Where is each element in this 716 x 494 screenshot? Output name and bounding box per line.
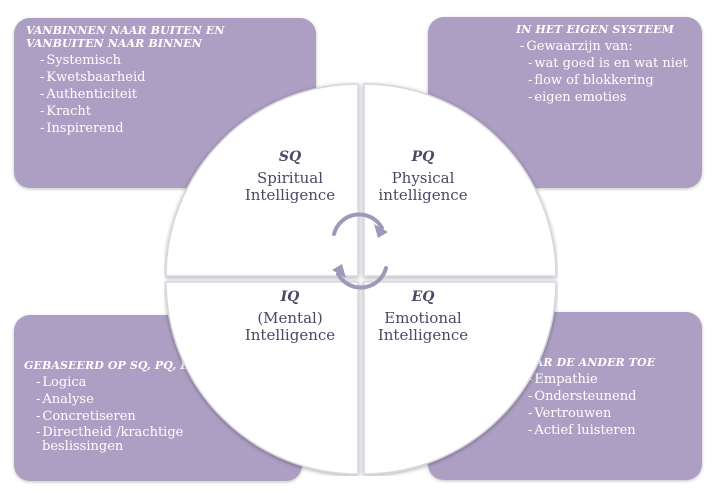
quadrant-eq [363,281,557,475]
quadrant-abbr: SQ [278,149,302,165]
box-title: VANBINNEN NAAR BUITEN EN VANBUITEN NAAR … [26,24,306,50]
quadrant-label-sq: SQ Spiritual Intelligence [220,148,360,204]
quadrant-abbr: IQ [280,289,300,305]
list-item: flow of blokkering [516,72,694,89]
box-list: Empathie Ondersteunend Vertrouwen Actief… [516,371,694,439]
box-title: IN HET EIGEN SYSTEEM [516,23,674,36]
list-item: Actief luisteren [516,422,694,439]
quadrant-abbr: PQ [411,149,435,165]
circular-arrows-icon [332,212,388,290]
intelligence-circle: SQ Spiritual Intelligence PQ Physical in… [164,82,558,476]
quadrant-name: Intelligence [244,186,336,204]
list-item: Empathie [516,371,694,388]
list-item: Inspirerend [26,120,306,137]
quadrant-name: (Mental) [257,309,323,327]
list-item: Kwetsbaarheid [26,69,306,86]
quadrant-name: Spiritual [256,169,324,187]
list-item: Vertrouwen [516,405,694,422]
list-item: Kracht [26,103,306,120]
box-title: GEBASEERD OP SQ, PQ, EQ [24,359,199,372]
list-item: Ondersteunend [516,388,694,405]
quadrant-abbr: EQ [411,289,435,305]
list-item: Systemisch [26,52,306,69]
circle-graphic [165,83,557,475]
list-item-line: Directheid /krachtige [42,425,184,440]
quadrant-pq [363,83,557,277]
list-item: Logica [24,374,294,391]
quadrant-label-iq: IQ (Mental) Intelligence [220,288,360,344]
box-list: Logica Analyse Concretiseren Directheid … [24,374,294,454]
box-top-left: VANBINNEN NAAR BUITEN EN VANBUITEN NAAR … [14,18,316,188]
quadrant-name: Intelligence [377,326,469,344]
box-title-line: VANBINNEN NAAR BUITEN EN [26,24,225,37]
quadrant-name: Intelligence [244,326,336,344]
quadrant-name: Emotional [384,309,462,327]
list-item: Gewaarzijn van: [516,38,694,55]
box-list: Systemisch Kwetsbaarheid Authenticiteit … [26,52,306,137]
box-title-line: VANBUITEN NAAR BINNEN [26,37,202,50]
quadrant-iq [165,281,359,475]
list-item: Authenticiteit [26,86,306,103]
quadrant-label-eq: EQ Emotional Intelligence [353,288,493,344]
box-list: Gewaarzijn van: wat goed is en wat niet … [516,38,694,106]
list-item: wat goed is en wat niet [516,55,694,72]
quadrant-sq [165,83,359,277]
list-item: eigen emoties [516,89,694,106]
list-item: Analyse [24,391,294,408]
quadrant-name: Physical [391,169,455,187]
quadrant-name: intelligence [378,186,468,204]
list-item-line: beslissingen [42,439,124,454]
list-item: Concretiseren [24,408,294,425]
quadrant-label-pq: PQ Physical intelligence [353,148,493,204]
box-title: NAAR DE ANDER TOE [516,356,656,369]
